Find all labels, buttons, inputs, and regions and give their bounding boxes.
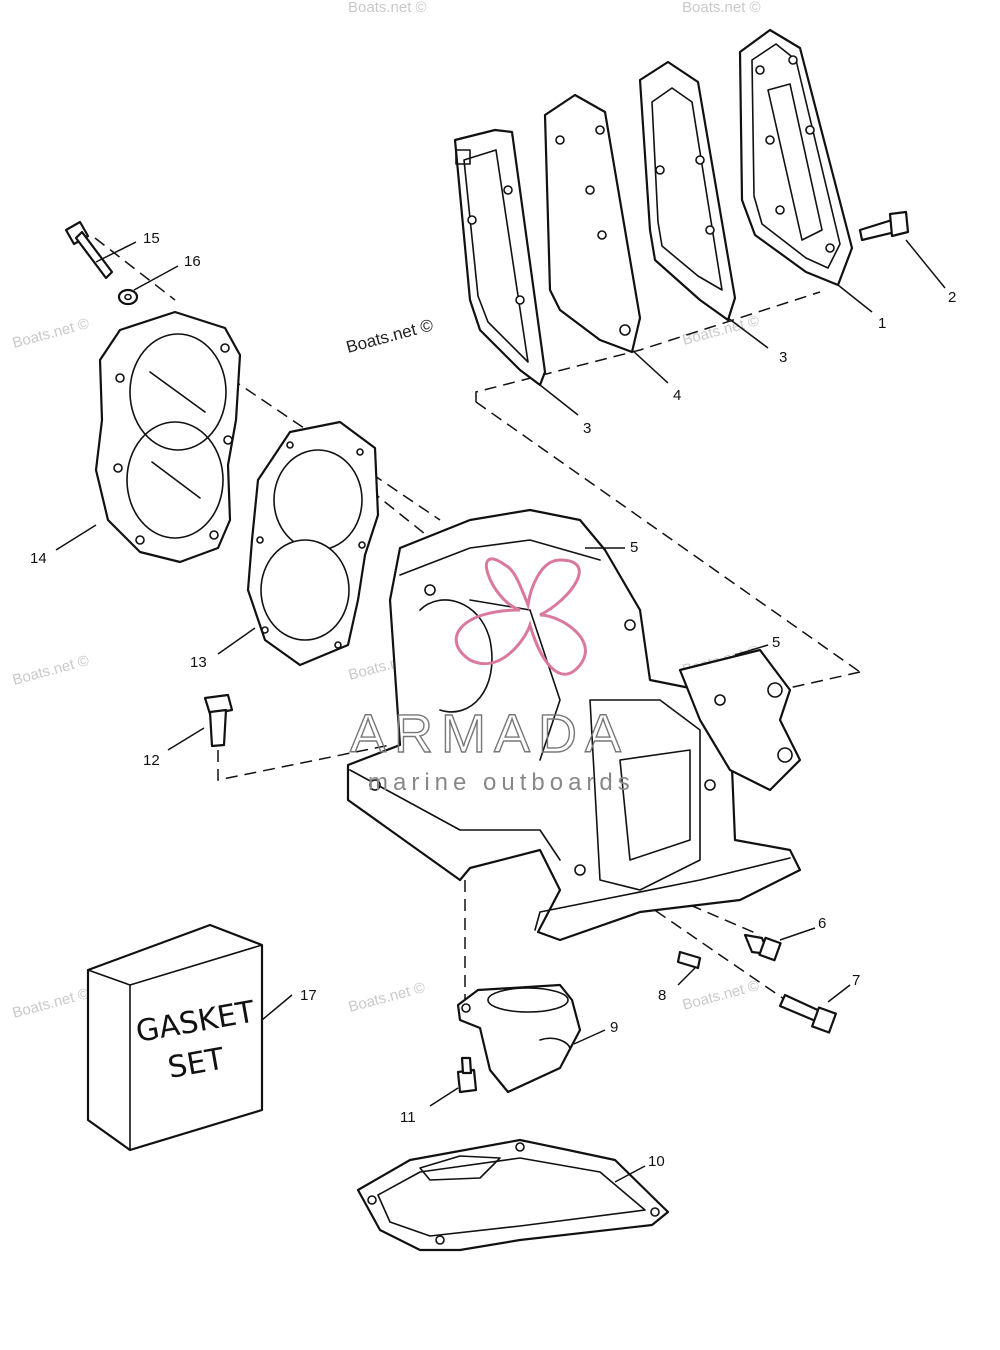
bypass-cover	[456, 983, 582, 1094]
callouts: 1 2 3 4 3 5 5 6 7 8 9 10 11 12 13 14 15 …	[30, 230, 956, 1170]
callout-9: 9	[610, 1019, 618, 1036]
cover-screw	[858, 210, 910, 242]
leader-line	[539, 384, 579, 416]
watermark: Boats.net ©	[348, 0, 427, 16]
callout-5: 5	[630, 539, 638, 556]
leader-line	[55, 524, 97, 551]
watermark: Boats.net ©	[347, 979, 427, 1016]
callout-3: 3	[583, 420, 591, 437]
screw-7	[778, 993, 837, 1034]
leader-line	[734, 644, 769, 656]
watermark-center: Boats.net ©	[344, 315, 435, 357]
head-bolt	[64, 220, 114, 280]
callout-8: 8	[658, 987, 666, 1004]
leader-line	[217, 627, 256, 655]
dowel-pin	[676, 950, 702, 970]
callout-5: 5	[772, 634, 780, 651]
exhaust-cover	[738, 28, 854, 287]
bolt-washer	[117, 288, 139, 306]
leader-line	[133, 265, 179, 291]
callout-3: 3	[779, 349, 787, 366]
brand-name: ARMADA	[350, 704, 629, 764]
leader-line	[261, 994, 293, 1021]
watermark: Boats.net ©	[681, 312, 761, 349]
base-gasket	[356, 1138, 670, 1252]
assembly-line	[475, 291, 821, 402]
assembly-line	[475, 401, 861, 673]
callout-4: 4	[673, 387, 681, 404]
leader-lines	[55, 239, 946, 1183]
leader-line	[167, 727, 205, 751]
callout-12: 12	[143, 752, 160, 769]
callout-2: 2	[948, 289, 956, 306]
crankcase-cover	[678, 648, 802, 792]
head-gasket	[246, 420, 380, 667]
watermark: Boats.net ©	[681, 977, 761, 1014]
leader-line	[837, 284, 873, 313]
callout-6: 6	[818, 915, 826, 932]
screw-6	[743, 933, 782, 962]
leader-line	[429, 1087, 459, 1107]
assembly-line	[779, 671, 861, 691]
callout-17: 17	[300, 987, 317, 1004]
callout-10: 10	[648, 1153, 665, 1170]
callout-1: 1	[878, 315, 886, 332]
exhaust-gasket-outer	[453, 128, 547, 387]
leader-line	[779, 927, 816, 941]
assembly-line	[689, 904, 761, 936]
leader-line	[573, 1029, 606, 1045]
gasket-set-box: GASKET SET	[86, 923, 264, 1152]
exhaust-gasket-center	[543, 93, 642, 354]
callout-14: 14	[30, 550, 47, 567]
armada-flower-icon	[454, 557, 587, 676]
assembly-line	[217, 744, 391, 781]
leader-line	[727, 317, 769, 349]
watermark: Boats.net ©	[682, 0, 761, 16]
assembly-lines	[94, 237, 861, 1011]
leader-line	[614, 1165, 646, 1183]
leader-line	[905, 239, 946, 289]
callout-7: 7	[852, 972, 860, 989]
cover-bolt	[456, 1056, 478, 1094]
leader-line	[677, 967, 696, 986]
watermark: Boats.net ©	[11, 985, 91, 1022]
cylinder-head	[94, 310, 242, 564]
assembly-line	[354, 477, 431, 539]
cylinder-block	[346, 508, 802, 942]
leader-line	[95, 241, 137, 263]
block-bolt	[203, 693, 234, 748]
leader-line	[827, 984, 851, 1003]
watermark: Boats.net ©	[11, 652, 91, 689]
callout-16: 16	[184, 253, 201, 270]
callout-13: 13	[190, 654, 207, 671]
brand-tagline: marine outboards	[368, 769, 635, 796]
assembly-line	[94, 237, 176, 301]
leader-line	[631, 349, 669, 384]
armada-logo: ARMADA marine outboards	[349, 557, 635, 796]
callout-11: 11	[400, 1109, 416, 1126]
exhaust-gasket-inner	[638, 60, 737, 322]
assembly-line	[229, 377, 441, 521]
assembly-line	[639, 899, 801, 1011]
callout-15: 15	[143, 230, 160, 247]
watermark: Boats.net ©	[11, 315, 91, 352]
